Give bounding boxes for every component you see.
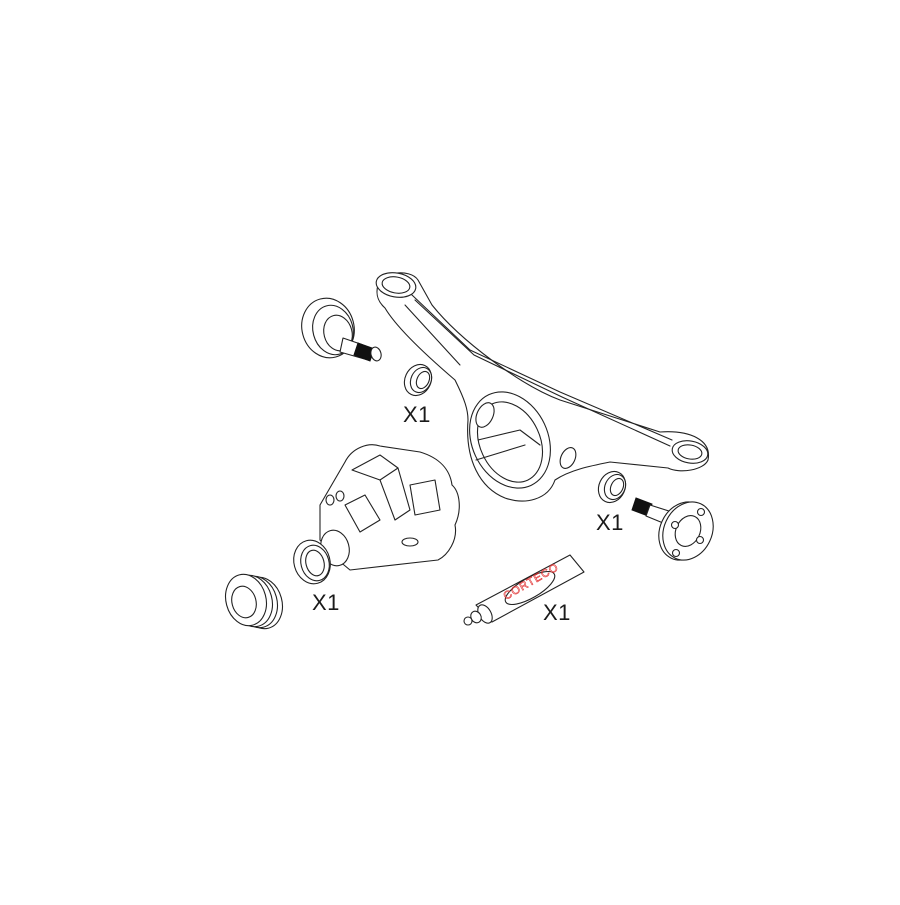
axle-bushing-left [301, 297, 382, 362]
flange-stud-right [631, 497, 714, 561]
seal-ring-differential [293, 539, 331, 585]
seal-ring-right [597, 470, 627, 504]
quantity-label-differential-seal: X1 [312, 590, 340, 615]
quantity-label-sealant-tube: X1 [543, 600, 571, 625]
rear-axle-carrier [375, 272, 709, 502]
quantity-label-seal-ring-right: X1 [596, 510, 624, 535]
quantity-label-seal-ring-top: X1 [403, 402, 431, 427]
differential-housing [319, 444, 460, 571]
seal-ring-top [403, 363, 433, 397]
rubber-mount-lower [224, 573, 284, 630]
